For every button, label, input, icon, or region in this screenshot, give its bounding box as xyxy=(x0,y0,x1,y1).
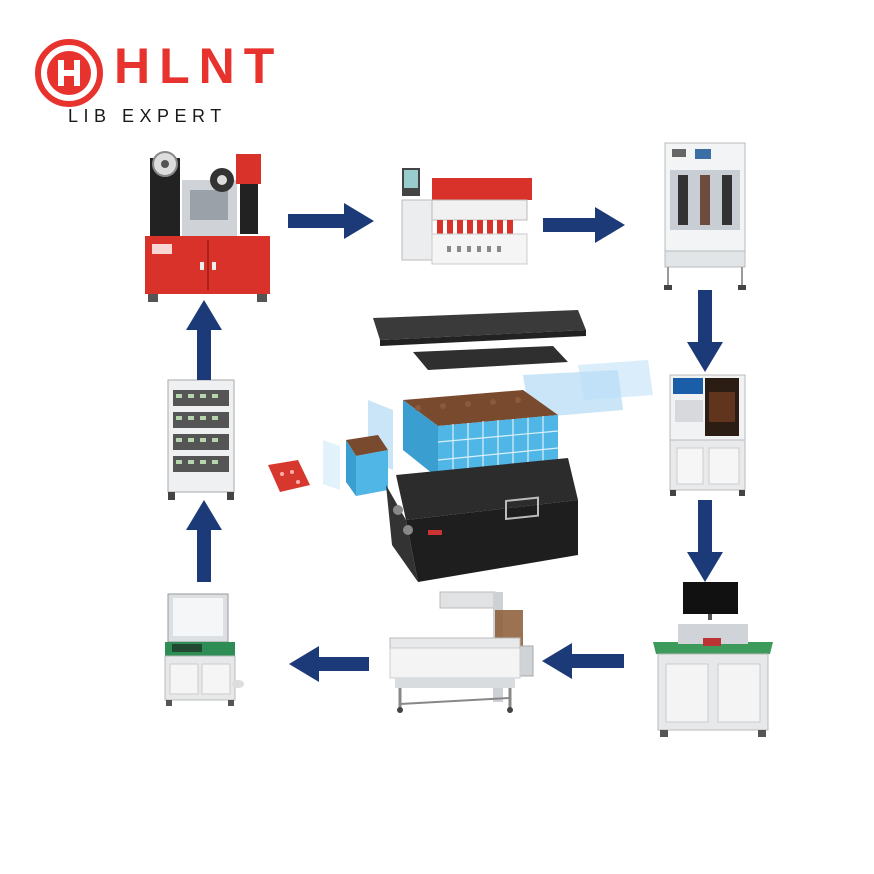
arrow-up-icon xyxy=(186,300,222,380)
laser-welder-icon[interactable] xyxy=(665,370,750,500)
arrow-right-icon xyxy=(288,203,374,239)
insulation-machine-icon[interactable] xyxy=(392,160,534,275)
aging-cabinet-icon[interactable] xyxy=(165,378,237,503)
welding-cabinet-icon[interactable] xyxy=(660,135,750,295)
pack-lid xyxy=(373,310,586,340)
test-bench-icon[interactable] xyxy=(648,582,778,740)
pack-tester-icon[interactable] xyxy=(160,592,245,710)
brand-tagline: LIB EXPERT xyxy=(68,106,227,126)
bms-board xyxy=(268,460,310,492)
arrow-left-icon xyxy=(289,646,369,682)
battery-pack-icon xyxy=(268,310,653,582)
arrow-down-icon xyxy=(687,290,723,372)
cell-module-small xyxy=(346,435,388,496)
hlnt-logo-icon xyxy=(35,39,103,107)
arrow-up-icon xyxy=(186,500,222,582)
arrow-right-icon xyxy=(543,207,625,243)
brand-name: HLNT xyxy=(114,38,284,94)
arrow-left-icon xyxy=(542,643,624,679)
insulation-sheet xyxy=(413,346,568,370)
pack-enclosure xyxy=(386,458,578,582)
conveyor-icon[interactable] xyxy=(385,588,540,716)
arrow-down-icon xyxy=(687,500,723,582)
sorting-machine-icon[interactable] xyxy=(140,140,275,305)
